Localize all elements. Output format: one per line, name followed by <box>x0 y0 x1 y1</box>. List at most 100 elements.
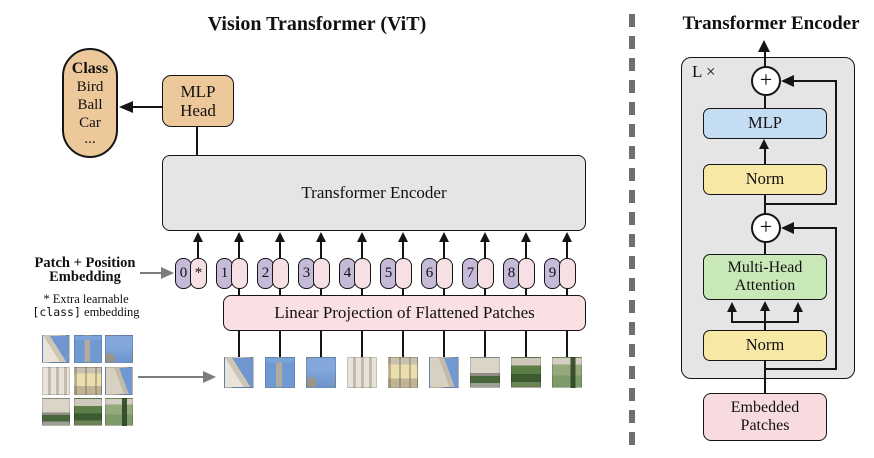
token-arrow-line <box>525 241 527 258</box>
connector-line <box>133 106 162 108</box>
connector-line <box>279 289 281 296</box>
arrowhead-up-icon <box>727 302 737 312</box>
connector-line <box>402 289 404 296</box>
connector-line <box>525 331 527 357</box>
residual-line <box>835 228 837 370</box>
arrowhead-up-icon <box>480 232 490 242</box>
token-extra-capsule <box>231 258 248 289</box>
connector-line <box>484 331 486 357</box>
arrowhead-up-icon <box>793 302 803 312</box>
connector-line <box>764 52 766 67</box>
token-extra-capsule <box>518 258 535 289</box>
class-item: Ball <box>77 97 103 113</box>
arrowhead-left-icon <box>781 222 794 234</box>
arrowhead-up-icon <box>234 232 244 242</box>
footnote-code: [class] <box>32 305 81 319</box>
embedded-patches-box: Embedded Patches <box>703 393 827 441</box>
connector-line <box>402 331 404 357</box>
norm-box-bottom: Norm <box>703 330 827 361</box>
footnote-suffix: embedding <box>84 305 140 319</box>
connector-line <box>731 311 733 322</box>
connector-line <box>764 310 766 331</box>
token-extra-capsule <box>272 258 289 289</box>
arrowhead-left-icon <box>781 75 794 87</box>
residual-add-node: + <box>751 213 781 243</box>
token-extra-capsule <box>436 258 453 289</box>
class-item-ellipsis: ... <box>84 131 96 147</box>
loop-count-label: L × <box>692 62 716 81</box>
connector-line <box>140 272 162 274</box>
residual-add-node: + <box>751 66 781 96</box>
connector-line <box>279 331 281 357</box>
image-patch <box>306 357 336 388</box>
connector-line <box>443 331 445 357</box>
linear-projection-box: Linear Projection of Flattened Patches <box>223 295 586 331</box>
connector-line <box>138 376 204 378</box>
image-patch <box>388 357 418 388</box>
arrowhead-up-icon <box>275 232 285 242</box>
residual-line <box>793 80 837 82</box>
connector-line <box>797 311 799 322</box>
patch-position-label: Patch + Position Embedding <box>34 255 136 285</box>
grid-patch <box>105 335 133 363</box>
token-arrow-line <box>361 241 363 258</box>
grid-patch <box>42 335 70 363</box>
image-patch <box>347 357 377 388</box>
class-heading: Class <box>71 60 109 77</box>
token-extra-capsule <box>313 258 330 289</box>
arrowhead-up-icon <box>439 232 449 242</box>
residual-line <box>793 227 837 229</box>
connector-line <box>764 96 766 109</box>
token-extra-capsule <box>477 258 494 289</box>
footnote-line2: [class] embedding <box>10 306 162 319</box>
left-panel-title: Vision Transformer (ViT) <box>207 13 427 35</box>
grid-patch <box>42 366 70 395</box>
token-arrow-line <box>484 241 486 258</box>
dashed-divider <box>629 14 635 446</box>
arrowhead-up-icon <box>521 232 531 242</box>
image-patch <box>265 357 295 388</box>
connector-line <box>764 243 766 255</box>
grid-patch <box>105 398 133 426</box>
arrowhead-up-icon <box>760 301 770 311</box>
connector-line <box>764 361 766 394</box>
arrowhead-up-icon <box>562 232 572 242</box>
grid-patch <box>73 335 102 363</box>
connector-line <box>238 331 240 357</box>
arrowhead-up-icon <box>759 139 769 149</box>
connector-line <box>566 331 568 357</box>
connector-line <box>361 289 363 296</box>
token-arrow-line <box>279 241 281 258</box>
token-index-capsule: 8 <box>503 258 520 289</box>
residual-line <box>765 203 837 205</box>
image-patch <box>552 357 582 388</box>
token-extra-capsule <box>559 258 576 289</box>
residual-line <box>765 368 837 370</box>
connector-line <box>361 331 363 357</box>
arrowhead-up-icon <box>193 232 203 242</box>
connector-line <box>566 289 568 296</box>
token-extra-capsule <box>354 258 371 289</box>
arrowhead-right-icon <box>161 267 174 279</box>
class-output-capsule: Class Bird Ball Car ... <box>62 48 118 158</box>
connector-line <box>764 195 766 214</box>
connector-line <box>525 289 527 296</box>
class-item: Car <box>79 115 101 131</box>
mlp-head-box: MLP Head <box>162 75 234 127</box>
arrowhead-up-icon <box>398 232 408 242</box>
connector-line <box>320 331 322 357</box>
mlp-box: MLP <box>703 108 827 139</box>
connector-line <box>238 289 240 296</box>
footnote: * Extra learnable [class] embedding <box>10 293 162 319</box>
image-patch <box>511 357 541 388</box>
token-index-capsule: 3 <box>298 258 315 289</box>
connector-line <box>484 289 486 296</box>
token-arrow-line <box>320 241 322 258</box>
token-extra-capsule: * <box>190 258 207 289</box>
grid-patch <box>73 366 102 395</box>
image-patch <box>224 357 254 388</box>
arrowhead-right-icon <box>203 371 216 383</box>
token-arrow-line <box>402 241 404 258</box>
grid-patch <box>42 398 70 426</box>
